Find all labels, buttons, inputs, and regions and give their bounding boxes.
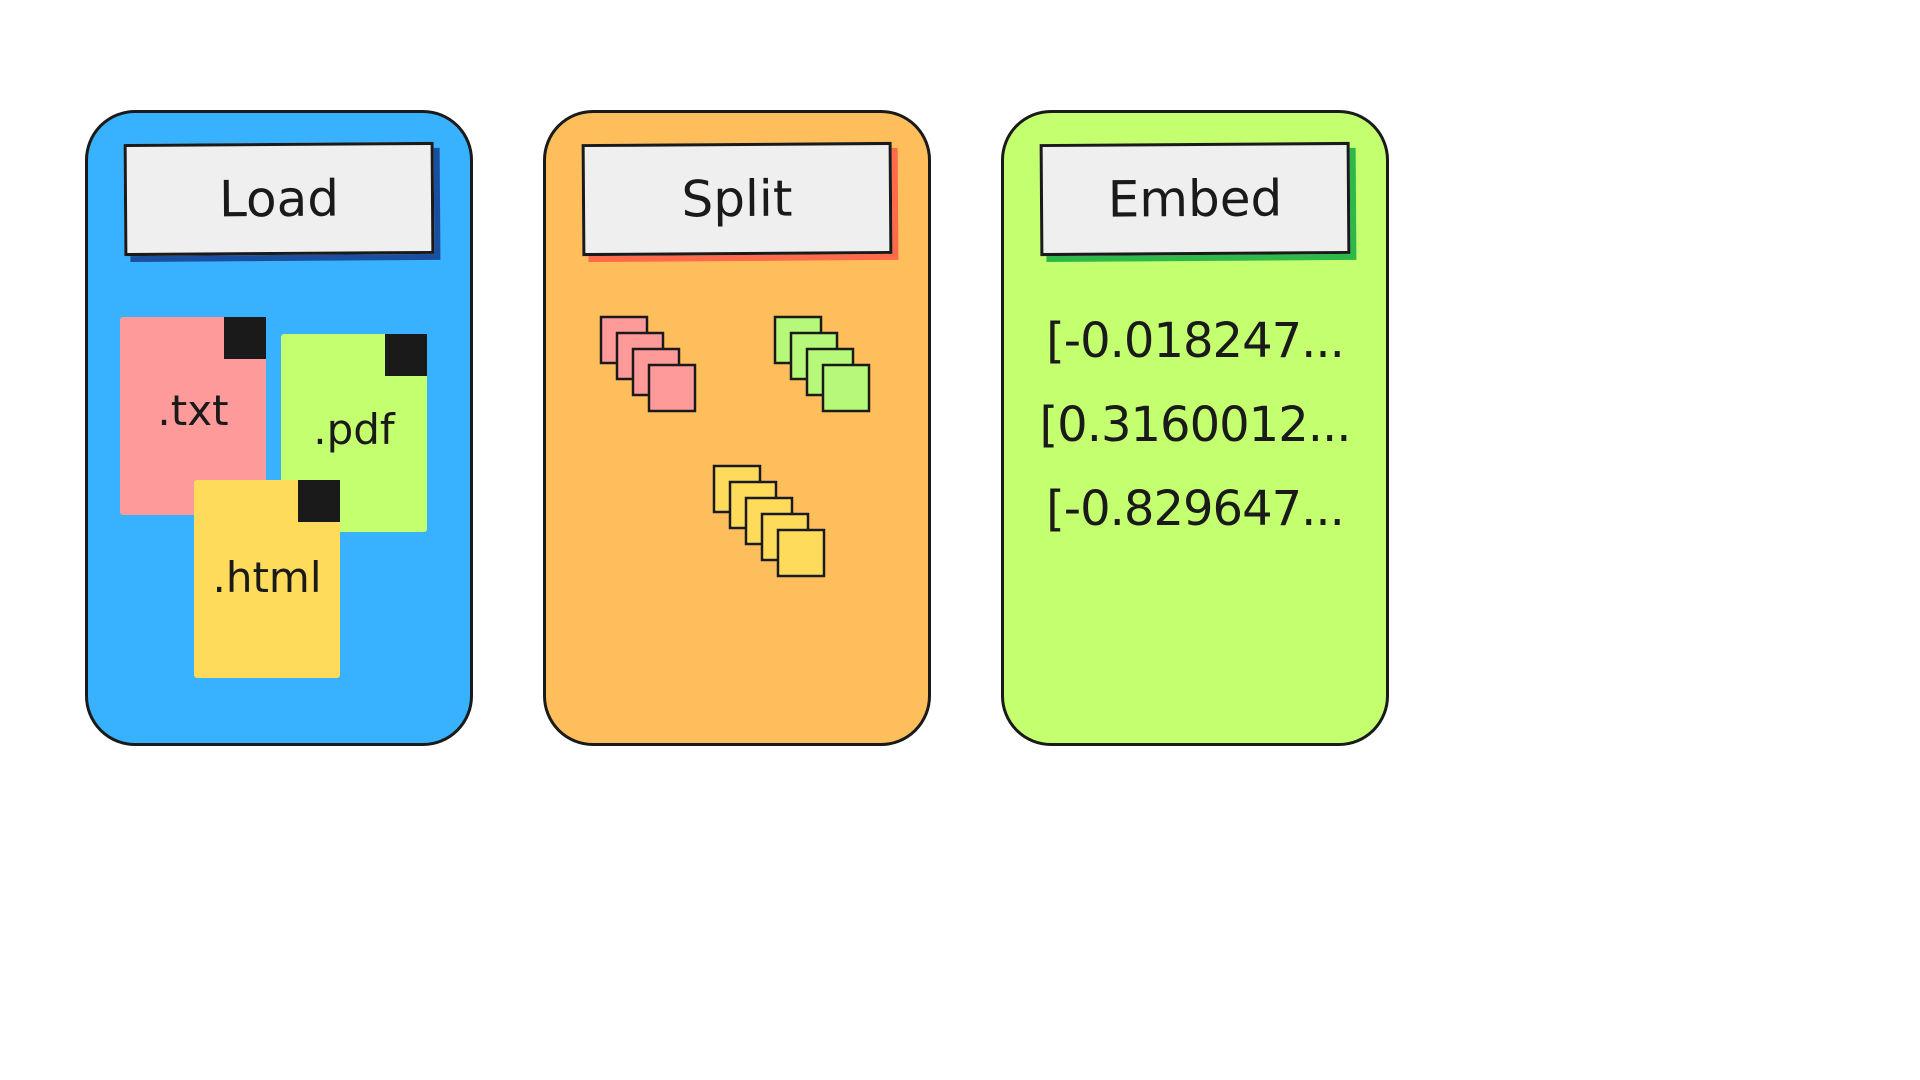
green-chunks (773, 315, 884, 426)
chunk (776, 528, 826, 578)
chunk (821, 363, 871, 413)
load-title: Load (123, 141, 435, 257)
vector-1: [-0.018247... (1046, 313, 1345, 369)
split-card: Split (543, 110, 931, 746)
html-label: .html (212, 552, 322, 602)
load-card: Load .txt .pdf .html (85, 110, 473, 746)
embed-card: Embed [-0.018247... [0.3160012... [-0.82… (1001, 110, 1389, 746)
pdf-label: .pdf (313, 404, 395, 454)
txt-label: .txt (157, 385, 229, 435)
text-file-icon: .txt (120, 317, 266, 515)
embed-title: Embed (1039, 141, 1351, 257)
vector-2: [0.3160012... (1039, 397, 1351, 453)
yellow-chunks (712, 464, 838, 590)
split-title: Split (581, 141, 893, 257)
vector-3: [-0.829647... (1046, 481, 1345, 537)
html-file-icon: .html (194, 480, 340, 678)
chunk (647, 363, 697, 413)
red-chunks (599, 315, 710, 426)
